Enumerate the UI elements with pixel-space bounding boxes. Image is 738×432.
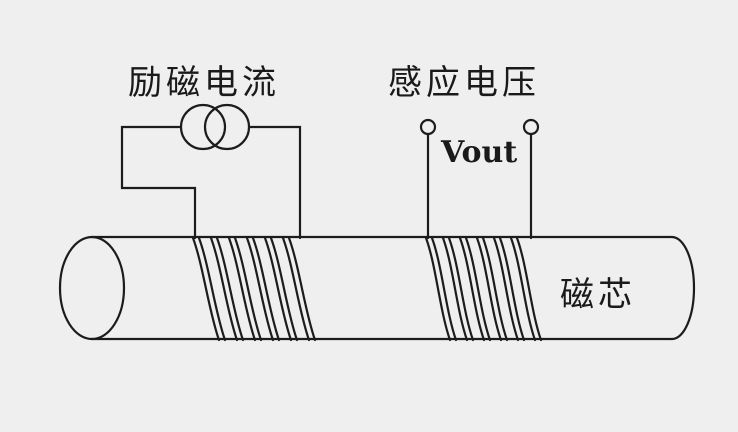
- core-right-end: [670, 235, 696, 341]
- sense-coil-turn: [424, 236, 452, 342]
- excitation-wire-left: [120, 125, 197, 240]
- excitation-coil-turn-edge: [233, 236, 263, 342]
- excitation-current-source: [179, 103, 251, 151]
- sense-coil-turn-edge: [464, 236, 492, 342]
- excitation-coil-turn-edge: [197, 236, 227, 342]
- source-circle-right: [203, 103, 251, 151]
- excitation-coil: [191, 236, 317, 342]
- excitation-coil-turn: [209, 236, 239, 342]
- excitation-current-label: 励磁电流: [128, 63, 280, 103]
- induced-voltage-label: 感应电压: [388, 63, 540, 103]
- sense-coil-turn-edge: [498, 236, 526, 342]
- sense-coil-turn: [509, 236, 537, 342]
- sense-coil-turn-edge: [447, 236, 475, 342]
- sense-coil-turn: [441, 236, 469, 342]
- excitation-coil-turn: [281, 236, 311, 342]
- magnetic-core: [58, 235, 696, 341]
- excitation-coil-turn-edge: [251, 236, 281, 342]
- sense-coil-turn: [492, 236, 520, 342]
- excitation-coil-turn-edge: [287, 236, 317, 342]
- excitation-coil-turn: [245, 236, 275, 342]
- sense-coil-turn-edge: [515, 236, 543, 342]
- excitation-coil-turn-edge: [269, 236, 299, 342]
- excitation-coil-turn: [227, 236, 257, 342]
- core-label: 磁芯: [560, 275, 636, 315]
- excitation-wires: [120, 125, 302, 240]
- core-left-end: [58, 235, 126, 341]
- vout-label: Vout: [440, 135, 517, 170]
- sense-coil: [424, 236, 543, 342]
- excitation-coil-turn: [263, 236, 293, 342]
- vout-terminals: [419, 118, 540, 240]
- excitation-wire-right: [247, 125, 302, 240]
- sense-coil-turn-edge: [430, 236, 458, 342]
- sense-coil-turn: [475, 236, 503, 342]
- source-circle-left: [179, 103, 227, 151]
- sense-coil-turn-edge: [481, 236, 509, 342]
- vout-terminal-right: [522, 118, 540, 136]
- sense-coil-turn: [458, 236, 486, 342]
- excitation-coil-turn-edge: [215, 236, 245, 342]
- excitation-coil-turn: [191, 236, 221, 342]
- vout-terminal-left: [419, 118, 437, 136]
